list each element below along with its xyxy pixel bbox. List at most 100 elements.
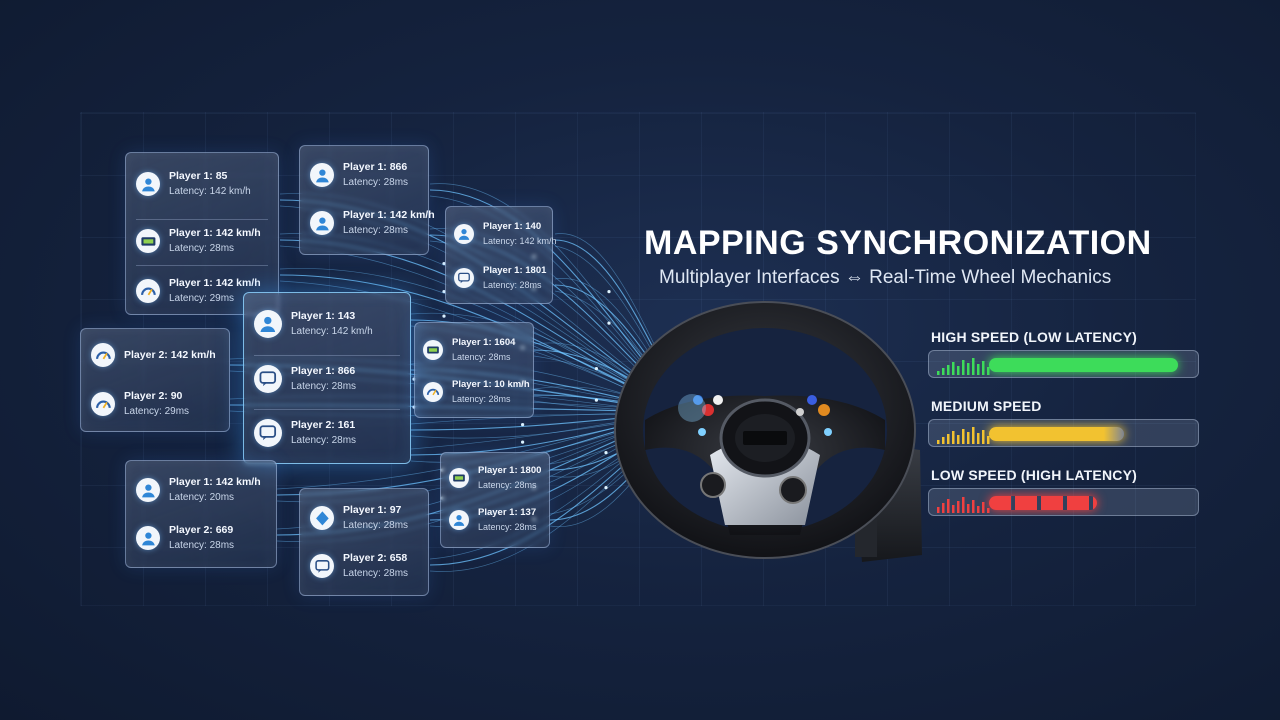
car-icon bbox=[423, 340, 443, 360]
meter-label-low: LOW SPEED (HIGH LATENCY) bbox=[931, 467, 1137, 483]
meter-bar bbox=[937, 371, 940, 375]
chat-icon bbox=[254, 365, 282, 393]
meter-bar bbox=[947, 365, 950, 375]
chat-icon bbox=[454, 268, 474, 288]
latency-stat: Latency: 142 km/h bbox=[169, 186, 251, 197]
steering-wheel-icon bbox=[614, 301, 922, 562]
meter-bars bbox=[937, 427, 990, 444]
meter-bar bbox=[987, 436, 990, 444]
meter-bar bbox=[942, 437, 945, 444]
latency-stat: Latency: 142 km/h bbox=[291, 326, 373, 337]
panel-row: Player 2: 142 km/h bbox=[91, 343, 219, 367]
stream-dot bbox=[607, 290, 611, 294]
player-stat: Player 1: 140 bbox=[483, 221, 542, 232]
player-stat: Player 1: 142 km/h bbox=[169, 227, 261, 239]
stream-dot bbox=[442, 314, 446, 318]
meter-bar bbox=[957, 501, 960, 513]
latency-stat: Latency: 20ms bbox=[169, 492, 235, 503]
user-icon bbox=[136, 478, 160, 502]
meter-bar bbox=[962, 497, 965, 513]
car-icon bbox=[136, 229, 160, 253]
player-stat: Player 1: 137 bbox=[478, 507, 537, 518]
latency-stat: Latency: 28ms bbox=[169, 540, 235, 551]
meter-bar bbox=[952, 505, 955, 513]
meter-bar bbox=[952, 431, 955, 444]
meter-bar bbox=[937, 507, 940, 513]
gauge-icon bbox=[91, 392, 115, 416]
stream-dot bbox=[594, 367, 599, 371]
player-stat: Player 1: 97 bbox=[343, 504, 402, 516]
player-stat: Player 1: 142 km/h bbox=[343, 209, 435, 221]
user-icon bbox=[454, 224, 474, 244]
latency-stat: Latency: 28ms bbox=[483, 280, 542, 290]
latency-stat: Latency: 29ms bbox=[124, 406, 190, 417]
chat-icon bbox=[254, 419, 282, 447]
player-stat: Player 1: 866 bbox=[291, 365, 356, 377]
player-stat: Player 2: 90 bbox=[124, 390, 183, 402]
player-panel: Player 2: 142 km/h Player 2: 90 Latency: … bbox=[80, 328, 230, 432]
panel-row: Player 2: 90 Latency: 29ms bbox=[91, 389, 219, 419]
chat-icon bbox=[310, 554, 334, 578]
meter-bar bbox=[987, 367, 990, 375]
player-stat: Player 2: 142 km/h bbox=[124, 348, 216, 361]
stream-dot bbox=[521, 440, 525, 444]
meter-bar bbox=[962, 429, 965, 444]
meter-bar bbox=[972, 358, 975, 375]
meter-bar bbox=[937, 440, 940, 444]
meter-bars bbox=[937, 358, 990, 375]
player-stat: Player 1: 142 km/h bbox=[169, 277, 261, 289]
latency-stat: Latency: 142 km/h bbox=[483, 236, 557, 246]
panel-row: Player 1: 97 Latency: 28ms bbox=[310, 503, 418, 533]
player-stat: Player 2: 161 bbox=[291, 419, 356, 431]
stream-dot bbox=[442, 290, 446, 294]
meter-bar bbox=[967, 363, 970, 375]
meter-bars bbox=[937, 497, 990, 513]
meter-bar bbox=[977, 364, 980, 375]
latency-stat: Latency: 28ms bbox=[169, 243, 235, 254]
player-stat: Player 1: 1604 bbox=[452, 337, 516, 348]
page-title: MAPPING SYNCHRONIZATION bbox=[644, 224, 1152, 262]
latency-stat: Latency: 29ms bbox=[169, 293, 235, 304]
latency-stat: Latency: 28ms bbox=[343, 225, 409, 236]
meter-bar bbox=[967, 504, 970, 513]
car-icon bbox=[449, 468, 469, 488]
meter-bar bbox=[982, 361, 985, 375]
latency-stat: Latency: 28ms bbox=[343, 520, 409, 531]
meter-bar bbox=[977, 433, 980, 444]
meter-bar bbox=[962, 360, 965, 375]
stream-dot bbox=[442, 262, 446, 266]
player-stat: Player 1: 143 bbox=[291, 310, 356, 322]
meter-label-medium: MEDIUM SPEED bbox=[931, 398, 1042, 414]
meter-bar bbox=[982, 502, 985, 513]
speed-meter-low bbox=[928, 488, 1199, 516]
player-stat: Player 1: 10 km/h bbox=[452, 379, 530, 390]
user-icon bbox=[449, 510, 469, 530]
stream-dot bbox=[604, 451, 608, 455]
meter-bar bbox=[952, 362, 955, 375]
meter-bar bbox=[942, 503, 945, 513]
meter-fill bbox=[989, 496, 1097, 510]
diamond-icon bbox=[310, 506, 334, 530]
meter-bar bbox=[957, 435, 960, 444]
meter-bar bbox=[972, 427, 975, 444]
gauge-icon bbox=[136, 279, 160, 303]
meter-fill bbox=[989, 358, 1178, 372]
